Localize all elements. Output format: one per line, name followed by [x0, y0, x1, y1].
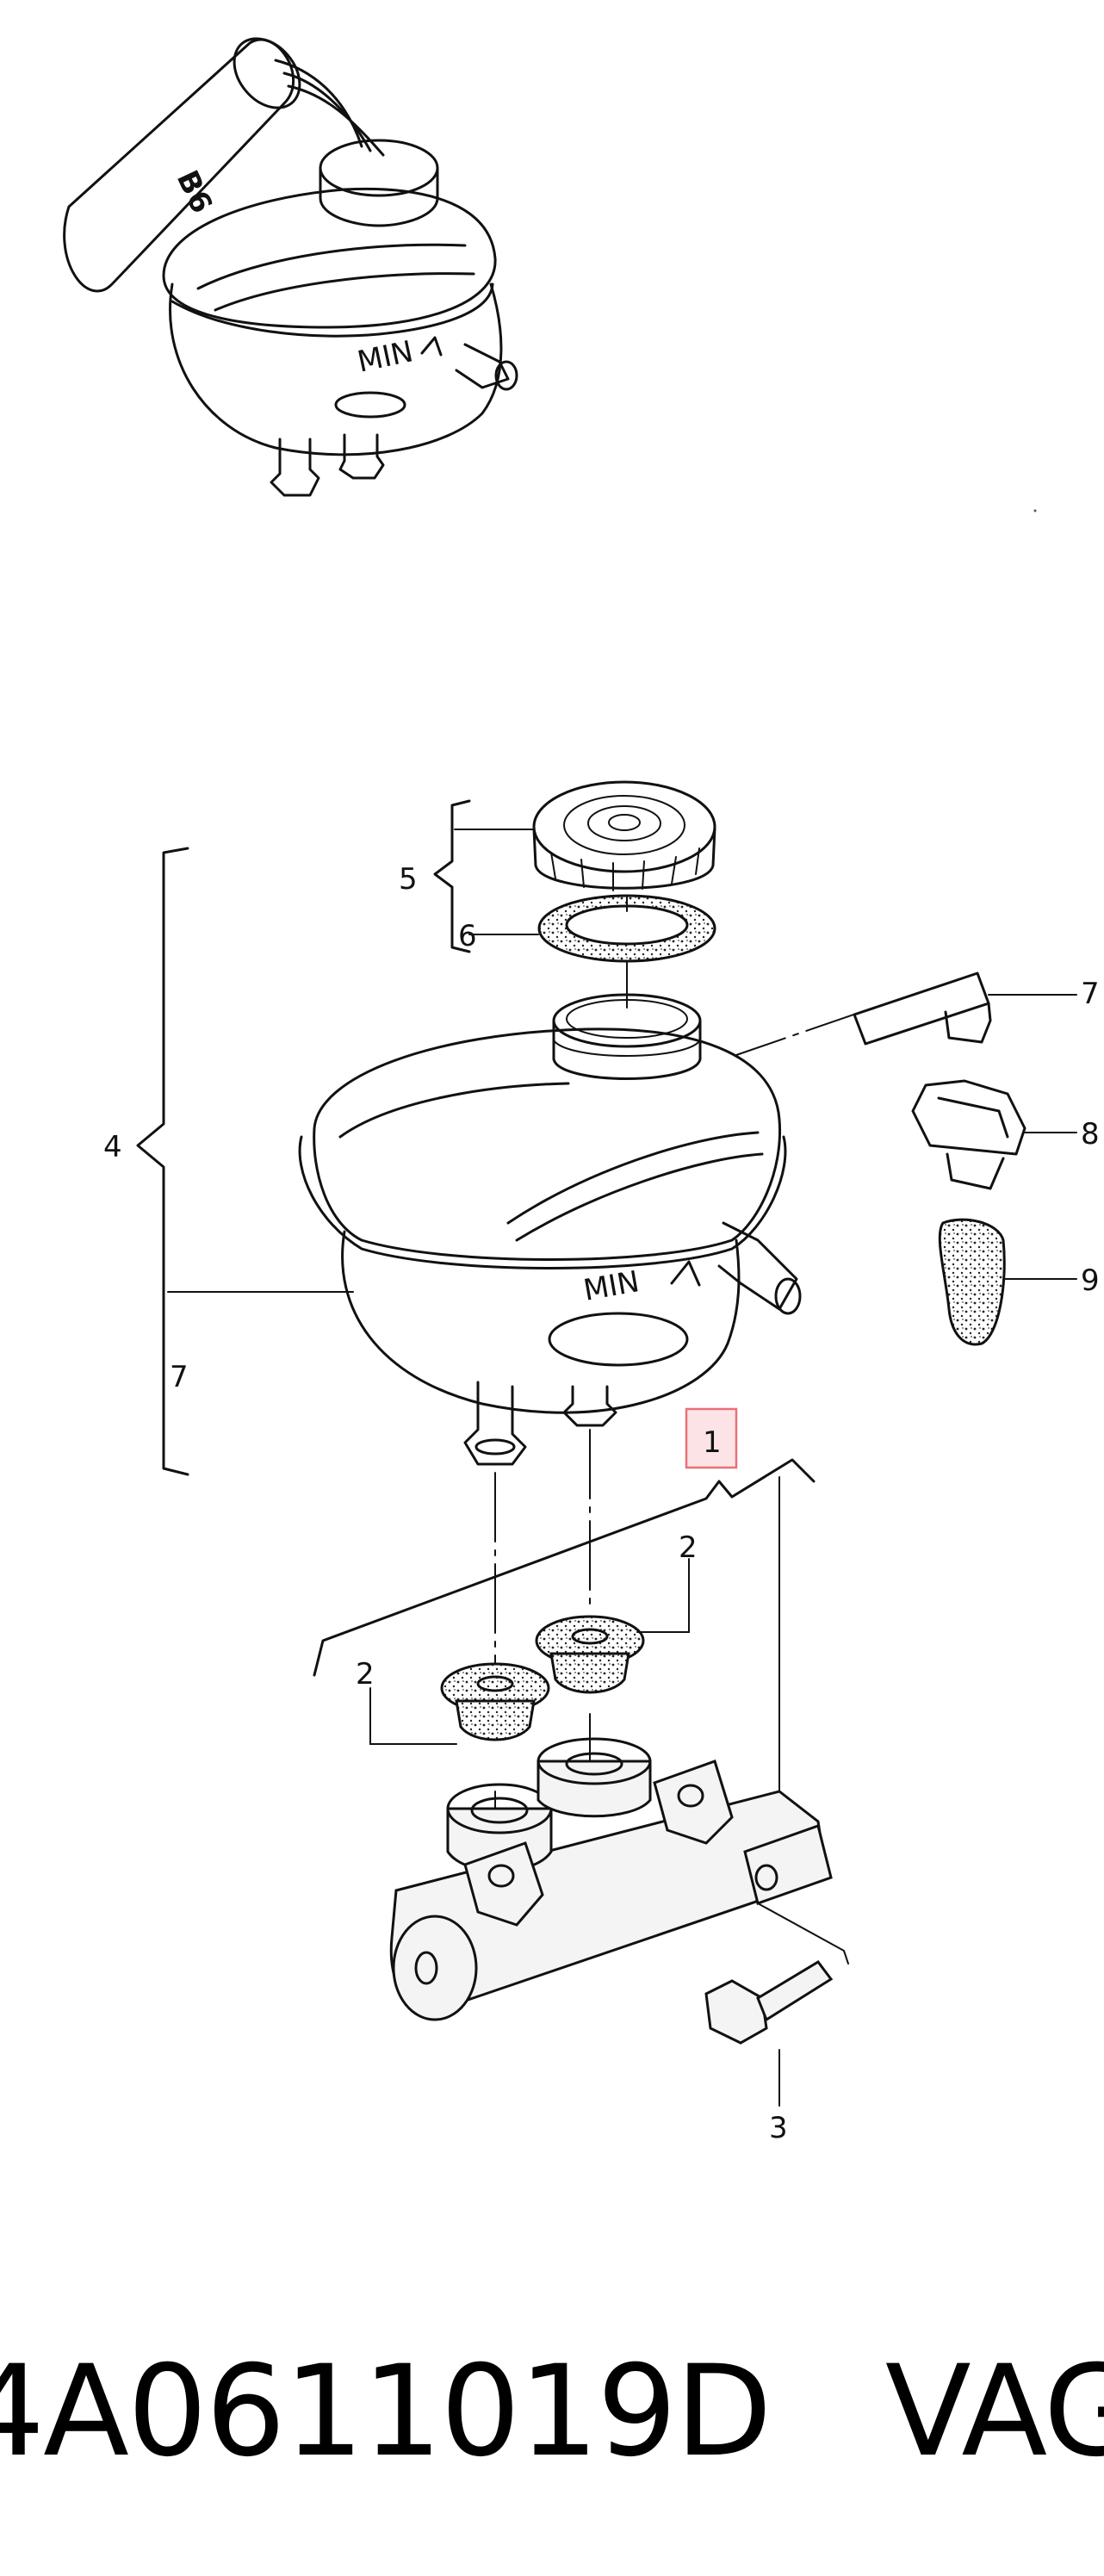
part-number: 4A0611019D [0, 2338, 772, 2485]
callout-7-bracket[interactable]: 7 [170, 1360, 189, 1394]
grommet-lower-illustration [440, 1662, 550, 1741]
brand-name: VAG [884, 2338, 1104, 2485]
caption-gap [771, 2338, 885, 2485]
part-7-illustration [853, 971, 992, 1046]
bolt-illustration [704, 1960, 834, 2045]
master-cylinder-body-illustration [389, 1737, 833, 2021]
part-8-illustration [911, 1079, 1026, 1190]
grommet-upper-illustration [535, 1615, 645, 1694]
min-mark-main: MIN [581, 1264, 642, 1308]
callout-7-clip[interactable]: 7 [1081, 977, 1100, 1011]
callout-2-upper[interactable]: 2 [679, 1530, 698, 1565]
part-9-illustration [938, 1218, 1006, 1346]
callout-1[interactable]: 1 [703, 1425, 722, 1460]
callout-1-highlight [685, 1407, 738, 1469]
reservoir-seal-illustration [537, 894, 716, 963]
callout-4[interactable]: 4 [103, 1130, 122, 1164]
callout-6[interactable]: 6 [458, 919, 477, 953]
callout-5[interactable]: 5 [399, 862, 418, 897]
b6-mark: B6 [170, 165, 219, 219]
main-reservoir-illustration: MIN [298, 993, 802, 1466]
brake-master-cylinder-diagram: MIN B6 MIN [63, 37, 1100, 2145]
part-caption: 4A0611019D VAG [0, 2325, 1104, 2498]
callout-8[interactable]: 8 [1081, 1117, 1100, 1151]
min-mark-small: MIN [355, 334, 417, 380]
callout-2-lower[interactable]: 2 [356, 1657, 375, 1691]
reservoir-cap-illustration [532, 780, 716, 891]
callout-3[interactable]: 3 [769, 2111, 788, 2145]
callout-9[interactable]: 9 [1081, 1263, 1100, 1298]
small-reservoir-illustration: MIN [63, 37, 518, 497]
